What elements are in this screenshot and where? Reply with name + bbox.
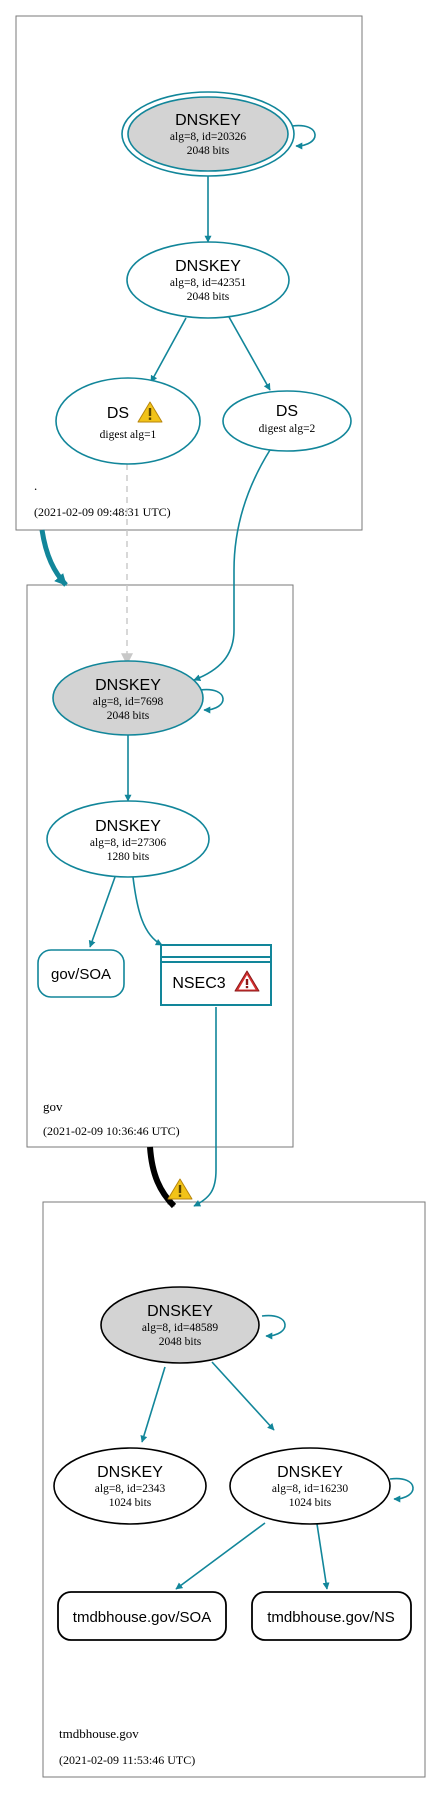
zone-gov-timestamp: (2021-02-09 10:36:46 UTC)	[43, 1124, 180, 1138]
edge-gov-zsk-to-nsec3	[132, 876, 163, 946]
node-tmdb-2343-line1: alg=8, id=2343	[95, 1483, 166, 1495]
edge-root-zsk-to-ds1	[150, 317, 187, 383]
node-root-ksk-line1: alg=8, id=20326	[170, 131, 246, 143]
edge-tmdb-ksk-to-16230	[211, 1361, 275, 1431]
node-tmdb-ns-label: tmdbhouse.gov/NS	[267, 1609, 395, 1626]
edge-root-to-gov-delegation	[39, 529, 68, 587]
edge-gov-zsk-to-soa	[88, 876, 116, 948]
edge-gov-ksk-self	[199, 688, 224, 714]
edge-gov-to-tmdb-delegation	[147, 1146, 177, 1209]
node-gov-ksk-line1: alg=8, id=7698	[93, 696, 164, 708]
node-nsec3-label: NSEC3	[172, 975, 225, 992]
node-tmdb-16230-title: DNSKEY	[277, 1464, 343, 1481]
zone-tmdb-box	[42, 1201, 426, 1778]
edge-root-zsk-to-ds2	[228, 316, 271, 391]
node-ds2[interactable]: DS digest alg=2	[222, 390, 352, 452]
node-tmdb-dnskey-16230[interactable]: DNSKEY alg=8, id=16230 1024 bits	[229, 1447, 391, 1525]
zone-tmdb-timestamp: (2021-02-09 11:53:46 UTC)	[59, 1753, 195, 1767]
node-gov-soa-label: gov/SOA	[51, 966, 111, 983]
node-root-ksk-line2: 2048 bits	[187, 145, 230, 157]
node-ds1-title: DS	[107, 405, 129, 422]
node-tmdb-ns[interactable]: tmdbhouse.gov/NS	[251, 1591, 412, 1641]
node-tmdb-ksk[interactable]: DNSKEY alg=8, id=48589 2048 bits	[100, 1286, 260, 1364]
node-gov-zsk-title: DNSKEY	[95, 818, 161, 835]
node-tmdb-ksk-line1: alg=8, id=48589	[142, 1322, 218, 1334]
zone-root-box	[15, 15, 363, 531]
node-gov-soa[interactable]: gov/SOA	[37, 949, 125, 998]
edge-ds2-to-gov-ksk	[193, 449, 271, 682]
error-icon	[234, 970, 260, 992]
node-gov-ksk-line2: 2048 bits	[107, 710, 150, 722]
edge-16230-to-ns	[316, 1523, 330, 1590]
node-tmdb-soa-label: tmdbhouse.gov/SOA	[73, 1609, 211, 1626]
edge-tmdb-16230-self	[389, 1477, 414, 1503]
zone-gov-box	[26, 584, 294, 1148]
node-tmdb-2343-title: DNSKEY	[97, 1464, 163, 1481]
node-root-ksk-title: DNSKEY	[175, 112, 241, 129]
edge-tmdb-ksk-self	[261, 1314, 286, 1340]
zone-root-name: .	[34, 478, 37, 493]
node-tmdb-ksk-title: DNSKEY	[147, 1303, 213, 1320]
node-gov-ksk[interactable]: DNSKEY alg=8, id=7698 2048 bits	[52, 660, 204, 736]
node-tmdb-16230-line1: alg=8, id=16230	[272, 1483, 348, 1495]
node-root-zsk-title: DNSKEY	[175, 258, 241, 275]
node-root-zsk-line1: alg=8, id=42351	[170, 277, 246, 289]
node-tmdb-16230-line2: 1024 bits	[289, 1497, 332, 1509]
zone-tmdb-name: tmdbhouse.gov	[59, 1726, 139, 1741]
node-gov-zsk-line2: 1280 bits	[107, 851, 150, 863]
zone-root-timestamp: (2021-02-09 09:48:31 UTC)	[34, 505, 171, 519]
edge-tmdb-ksk-to-2343	[140, 1366, 166, 1443]
zone-gov-name: gov	[43, 1099, 63, 1114]
node-root-ksk[interactable]: DNSKEY alg=8, id=20326 2048 bits	[121, 91, 295, 177]
node-ds1-line1: digest alg=1	[100, 429, 157, 441]
edge-nsec3-to-tmdb	[193, 1007, 217, 1207]
node-tmdb-soa[interactable]: tmdbhouse.gov/SOA	[57, 1591, 227, 1641]
node-ds2-title: DS	[276, 403, 298, 420]
node-tmdb-dnskey-2343[interactable]: DNSKEY alg=8, id=2343 1024 bits	[53, 1447, 207, 1525]
node-ds1[interactable]: DS digest alg=1	[55, 377, 201, 465]
node-root-zsk[interactable]: DNSKEY alg=8, id=42351 2048 bits	[126, 241, 290, 319]
node-gov-ksk-title: DNSKEY	[95, 677, 161, 694]
warning-icon	[167, 1178, 193, 1200]
warning-icon	[137, 401, 163, 423]
edge-root-ksk-self	[291, 124, 316, 150]
node-tmdb-2343-line2: 1024 bits	[109, 1497, 152, 1509]
node-tmdb-ksk-line2: 2048 bits	[159, 1336, 202, 1348]
node-nsec3[interactable]: NSEC3	[160, 944, 272, 1006]
node-gov-zsk[interactable]: DNSKEY alg=8, id=27306 1280 bits	[46, 800, 210, 878]
node-ds2-line1: digest alg=2	[259, 423, 316, 435]
edge-16230-to-soa	[175, 1522, 266, 1590]
node-root-zsk-line2: 2048 bits	[187, 291, 230, 303]
node-gov-zsk-line1: alg=8, id=27306	[90, 837, 166, 849]
